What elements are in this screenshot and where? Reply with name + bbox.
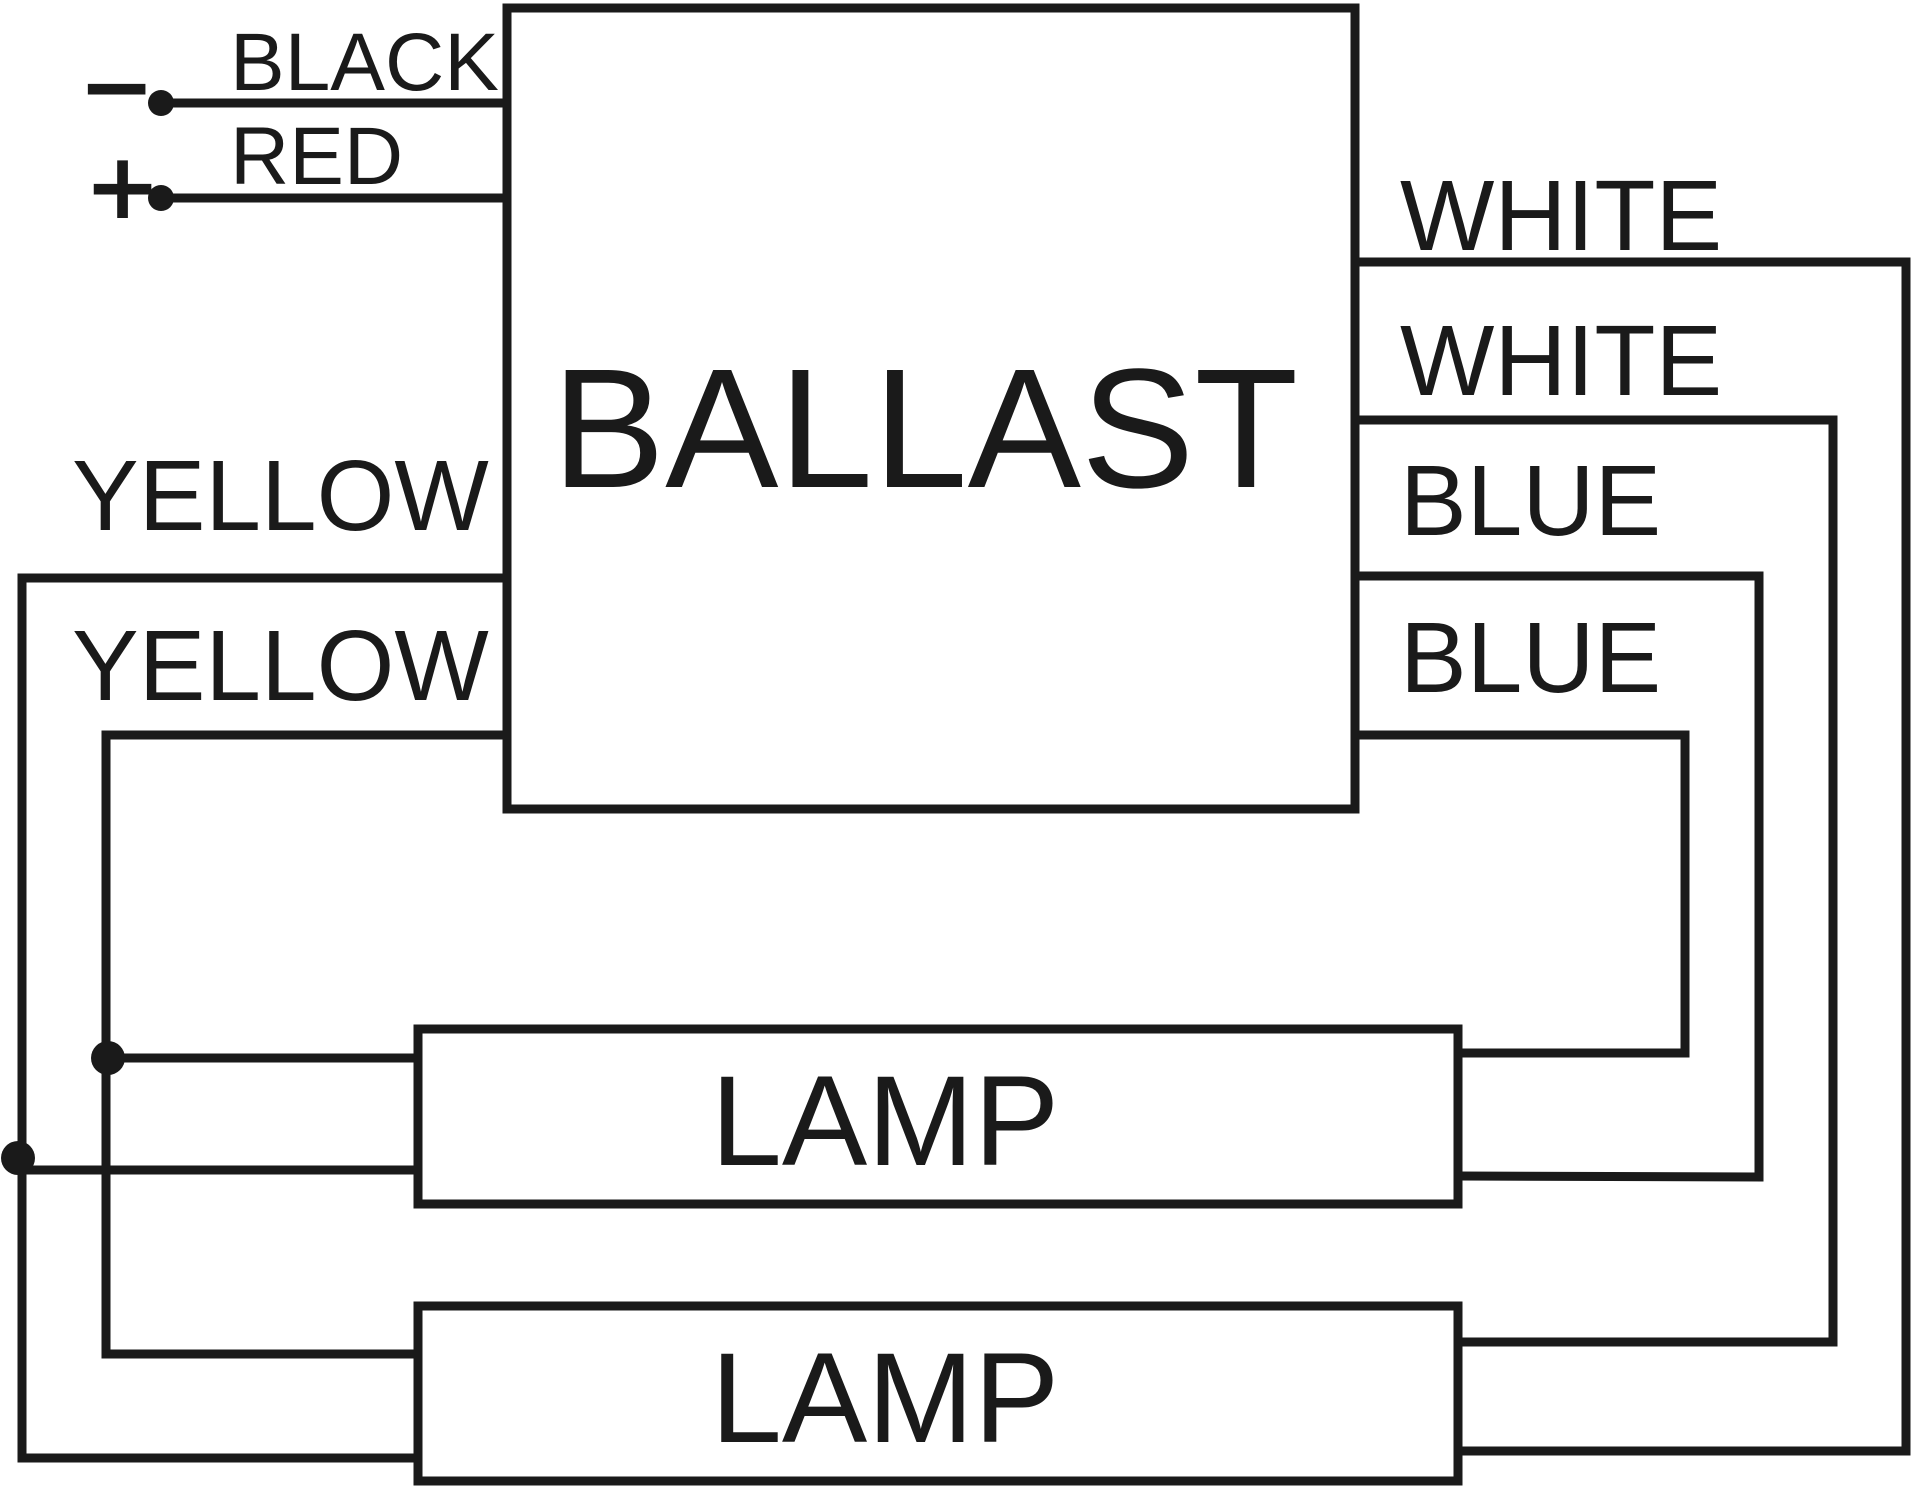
lamp-upper-label: LAMP [711,1050,1060,1193]
negative-terminal [148,90,174,116]
black-wire-label: BLACK [230,17,499,108]
ballast-box [502,3,1360,814]
blue-wire-2 [1354,730,1690,1058]
white-wire-2-label: WHITE [1400,305,1722,417]
negative-sign: − [78,33,155,140]
white-wire-1-label: WHITE [1400,160,1722,272]
white-wire-1 [1354,257,1911,1456]
red-wire-label: RED [230,111,403,202]
lamp-box-upper [413,1024,1463,1209]
lamp-lower-label: LAMP [711,1327,1060,1470]
yellow-wire-1-label: YELLOW [72,440,489,552]
lamp-box-lower [413,1301,1463,1486]
blue-wire-2-label: BLUE [1400,602,1661,714]
positive-sign: + [84,133,161,240]
ballast-label: BALLAST [552,334,1299,524]
blue-wire-1 [1354,571,1764,1182]
blue-wire-1-label: BLUE [1400,445,1661,557]
positive-terminal [148,185,174,211]
yellow-wire-2-label: YELLOW [72,610,489,722]
yellow-wire-1 [17,573,508,1463]
white-wire-2 [1354,415,1838,1347]
